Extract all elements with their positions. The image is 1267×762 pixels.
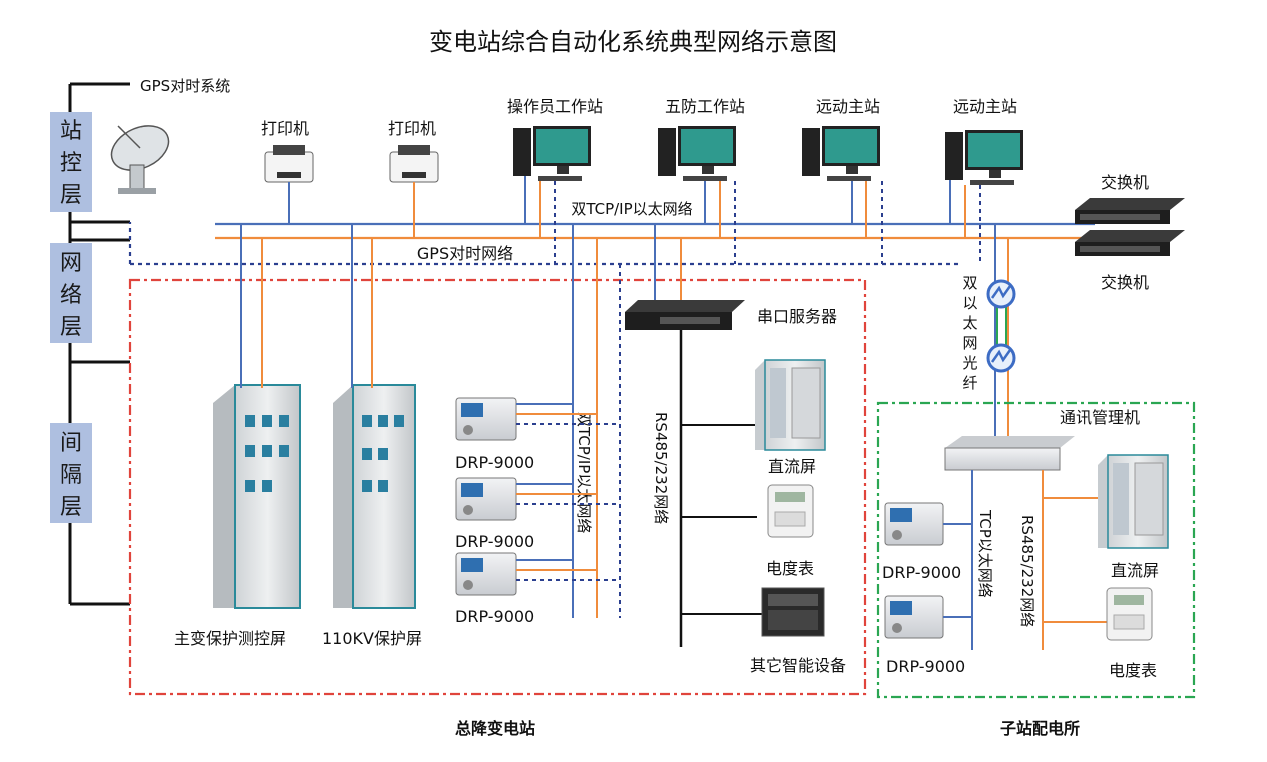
energy-meter-sub-label: 电度表 [1109, 661, 1157, 680]
dc-panel-sub [1098, 454, 1169, 549]
region-label-sub: 子站配电所 [1000, 719, 1080, 738]
cabinet-label-main-transformer: 主变保护测控屏 [174, 629, 286, 648]
drp-sub-label-2: DRP-9000 [886, 657, 965, 676]
drp-main-label-2: DRP-9000 [455, 532, 534, 551]
serial-server [625, 224, 762, 647]
switch-label-2: 交换机 [1101, 273, 1149, 292]
svg-text:站: 站 [60, 119, 82, 144]
svg-text:隔: 隔 [60, 463, 82, 488]
switch-2 [1075, 230, 1185, 256]
drp-sub-label-1: DRP-9000 [882, 563, 961, 582]
svg-text:层: 层 [60, 183, 82, 208]
layer-network: 网 络 层 [50, 243, 92, 343]
dual-fiber-label: 双以太网光纤 [962, 274, 977, 392]
main-buses [128, 222, 1095, 266]
workstation-label-remote-1: 远动主站 [816, 97, 880, 116]
other-smart-device-label: 其它智能设备 [750, 656, 846, 675]
drp-sub-1 [884, 502, 972, 546]
page-title: 变电站综合自动化系统典型网络示意图 [429, 28, 837, 56]
drp-main-label-3: DRP-9000 [455, 607, 534, 626]
workstation-label-operator: 操作员工作站 [507, 97, 603, 116]
drp-vertical-bus [572, 224, 621, 618]
workstation-label-remote-2: 远动主站 [953, 97, 1017, 116]
workstation-remote-1 [802, 126, 883, 264]
gps-system-label: GPS对时系统 [140, 77, 230, 95]
printer-label-2: 打印机 [388, 119, 436, 138]
svg-text:层: 层 [60, 315, 82, 340]
energy-meter-main-label: 电度表 [766, 559, 814, 578]
svg-text:层: 层 [60, 495, 82, 520]
fiber-converter-icon [986, 279, 1016, 309]
workstation-operator [513, 126, 591, 264]
dc-panel-sub-label: 直流屏 [1111, 561, 1159, 580]
svg-text:间: 间 [60, 431, 82, 456]
tcp-sub-label: TCP以太网络 [976, 509, 994, 598]
energy-meter-main [767, 484, 814, 538]
drp-main-1 [455, 397, 620, 441]
cabinet-110kv [333, 224, 416, 609]
gps-timing-network-label: GPS对时网络 [417, 244, 513, 263]
printer-2 [389, 145, 439, 238]
svg-text:双以太网光纤: 双以太网光纤 [962, 274, 977, 392]
workstation-five-defense [658, 126, 736, 264]
comm-manager [944, 436, 1107, 650]
dc-panel-main [755, 359, 826, 451]
satellite-dish-icon [110, 125, 170, 194]
switch-1 [1075, 198, 1185, 224]
svg-text:络: 络 [60, 283, 82, 308]
main-substation-region [128, 278, 867, 696]
switch-label-1: 交换机 [1101, 173, 1149, 192]
comm-manager-label: 通讯管理机 [1060, 408, 1140, 427]
drp-main-2 [455, 477, 620, 521]
printer-label-1: 打印机 [261, 119, 309, 138]
drp-main-label-1: DRP-9000 [455, 453, 534, 472]
dual-tcp-ip-network-label: 双TCP/IP以太网络 [571, 200, 692, 218]
workstation-remote-2 [945, 130, 1023, 264]
dc-panel-main-label: 直流屏 [768, 457, 816, 476]
fiber-converter-icon [986, 343, 1016, 373]
svg-text:控: 控 [60, 151, 82, 176]
printer-1 [264, 145, 314, 224]
cabinet-label-110kv: 110KV保护屏 [322, 629, 422, 648]
serial-server-label: 串口服务器 [757, 307, 837, 326]
workstation-label-five-defense: 五防工作站 [665, 97, 745, 116]
other-smart-device [761, 587, 825, 637]
layer-bay: 间 隔 层 [50, 423, 92, 523]
svg-text:网: 网 [60, 251, 82, 276]
energy-meter-sub [1106, 587, 1153, 641]
layer-station: 站 控 层 [50, 112, 92, 212]
cabinet-main-transformer [213, 238, 301, 609]
drp-main-3 [455, 552, 620, 596]
region-label-main: 总降变电站 [455, 719, 535, 738]
sub-station-region [876, 401, 1196, 699]
drp-sub-2 [884, 595, 972, 639]
rs485-sub-label: RS485/232网络 [1018, 515, 1036, 627]
dual-tcp-ip-vertical-label: 双TCP/IP以太网络 [575, 412, 593, 533]
rs485-main-label: RS485/232网络 [652, 412, 670, 524]
dual-fiber-link [994, 224, 1009, 440]
